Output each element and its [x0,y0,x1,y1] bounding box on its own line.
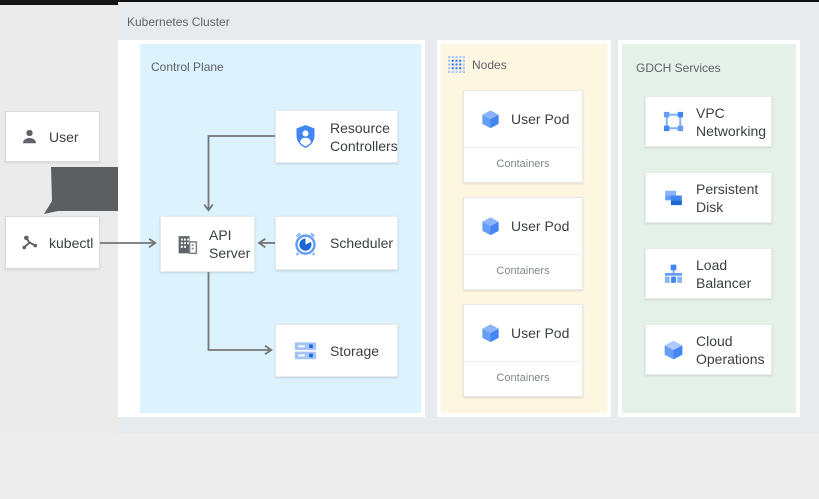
storage-card: Storage [275,324,398,377]
pod-cube-icon [479,322,502,345]
pod-cube-icon [479,108,502,131]
kubectl-label: kubectl [49,234,94,251]
control-plane-label: Control Plane [151,60,224,74]
card-text-line: Server [209,245,251,261]
card-text-line: Controllers [330,137,398,154]
person-icon [20,127,39,146]
pod-containers-label: Containers [496,372,550,384]
pod-divider [465,361,581,362]
pod-title: User Pod [511,111,570,127]
card-text-line: Load [696,256,728,273]
dot-grid-icon [448,56,465,73]
card-text-line: Operations [696,350,765,367]
bottom-background-band [0,433,819,499]
pod-containers-label: Containers [496,265,550,277]
pod-title: User Pod [511,325,570,341]
gdch-services-label: GDCH Services [636,61,721,75]
top-left-dark-block [0,0,118,5]
card-text-line: Storage [330,342,380,359]
user-label: User [49,128,79,145]
pod-divider [465,147,581,148]
card-text-line: Resource [330,119,390,136]
scheduler-card: Scheduler [275,216,398,270]
card-text-line: API [209,227,232,243]
user-pod-card: User Pod Containers [463,304,583,397]
kubectl-node: kubectl [5,216,100,269]
kubernetes-cluster-label: Kubernetes Cluster [127,15,230,29]
card-text-line: Balancer [696,274,752,291]
pod-containers-label: Containers [496,158,550,170]
top-edge-line [0,0,819,2]
load-balancer-icon [661,261,686,286]
nodes-label: Nodes [472,57,507,72]
kubectl-nodes-icon [20,233,39,252]
card-text-line: VPC [696,104,725,121]
vpc-networking-card: VPC Networking [645,96,772,147]
user-pod-card: User Pod Containers [463,197,583,290]
load-balancer-card: Load Balancer [645,248,772,299]
resource-controllers-card: Resource Controllers [275,110,398,163]
cloud-operations-card: Cloud Operations [645,324,772,375]
card-text-line: Persistent [696,180,759,197]
card-text-line: Networking [696,122,767,139]
storage-disks-icon [292,337,319,364]
card-text-line: Cloud [696,332,733,349]
building-icon [175,232,200,257]
scheduler-clock-icon [292,230,319,257]
user-node: User [5,111,100,162]
persistent-disk-card: Persistent Disk [645,172,772,223]
shield-person-icon [292,123,319,150]
vpc-networking-icon [661,109,686,134]
cloud-operations-icon [661,337,686,362]
persistent-disk-icon [661,185,686,210]
api-server-card: API Server [160,216,255,272]
pod-title: User Pod [511,218,570,234]
pod-divider [465,254,581,255]
pod-cube-icon [479,215,502,238]
user-pod-card: User Pod Containers [463,90,583,183]
nodes-label-row: Nodes [448,56,507,73]
card-text-line: Disk [696,198,724,215]
card-text-line: Scheduler [330,235,394,251]
